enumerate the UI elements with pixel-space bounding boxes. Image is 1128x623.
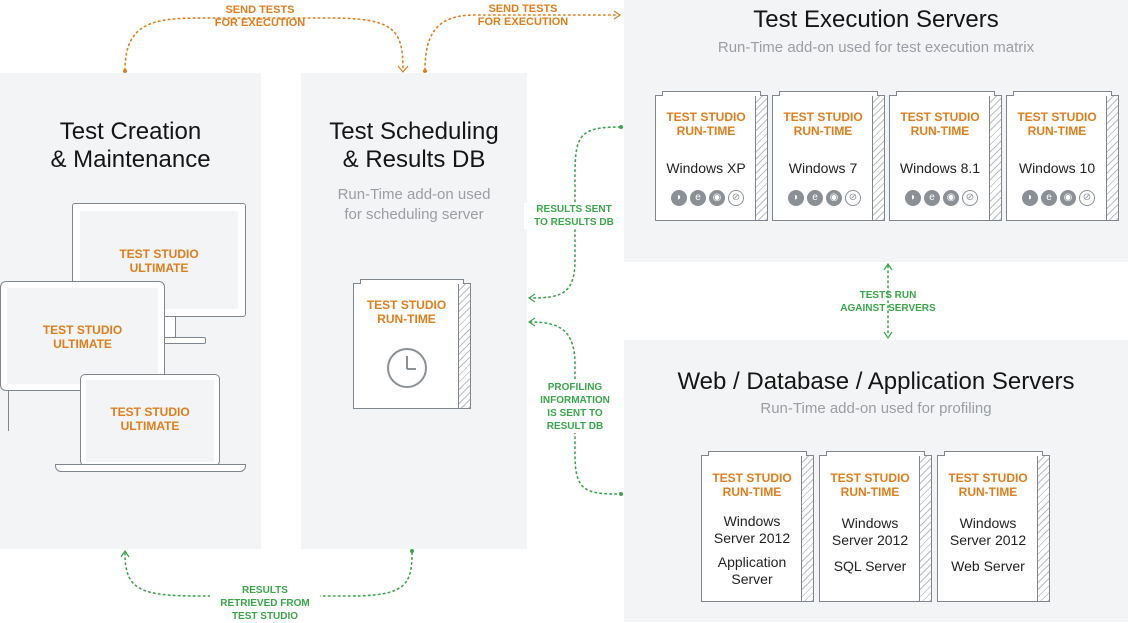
browser-icons: ◗ e ◉ ⊘ [779,190,870,206]
browser-icons: ◗ e ◉ ⊘ [896,190,987,206]
arrow-results-sent [529,126,621,299]
runtime-box-role: Application Server [717,554,787,587]
safari-icon: ⊘ [845,190,861,206]
runtime-box-title: TEST STUDIO RUN-TIME [900,110,980,138]
chrome-icon: ◉ [943,190,959,206]
firefox-icon: ◗ [905,190,921,206]
arrow-profiling [529,321,619,495]
safari-icon: ⊘ [1079,190,1095,206]
runtime-box-sql-server: TEST STUDIO RUN-TIME Windows Server 2012… [819,451,932,602]
runtime-box-title: TEST STUDIO RUN-TIME [783,110,863,138]
firefox-icon: ◗ [671,190,687,206]
panel-test-scheduling: Test Scheduling & Results DB Run-Time ad… [301,73,527,549]
runtime-box-os: Windows Server 2012 [831,515,909,548]
arrow-send-tests-2 [424,14,619,71]
label-tests-run: TESTS RUN AGAINST SERVERS [840,290,936,314]
runtime-box-os: Windows 7 [788,160,858,176]
safari-icon: ⊘ [962,190,978,206]
label-results-retrieved: RESULTS RETRIEVED FROM TEST STUDIO [210,584,320,623]
runtime-box-windows-7: TEST STUDIO RUN-TIME Windows 7 ◗ e ◉ ⊘ [772,91,885,221]
browser-icons: ◗ e ◉ ⊘ [662,190,753,206]
label-send-tests-2: SEND TESTS FOR EXECUTION [477,3,569,28]
clock-icon [387,348,427,388]
chrome-icon: ◉ [709,190,725,206]
device-label: TEST STUDIO ULTIMATE [110,405,190,433]
panel-subtitle: Run-Time add-on used for profiling [760,400,992,417]
chrome-icon: ◉ [1060,190,1076,206]
runtime-box-os: Windows Server 2012 [949,515,1027,548]
arrow-send-tests-1 [124,17,404,71]
runtime-box-windows-8-1: TEST STUDIO RUN-TIME Windows 8.1 ◗ e ◉ ⊘ [889,91,1002,221]
runtime-box-os: Windows Server 2012 [713,513,791,546]
ie-icon: e [690,190,706,206]
label-results-sent: RESULTS SENT TO RESULTS DB [524,203,624,229]
label-profiling: PROFILING INFORMATION IS SENT TO RESULT … [527,381,623,433]
runtime-box-web-server: TEST STUDIO RUN-TIME Windows Server 2012… [937,451,1050,602]
runtime-box-os: Windows 10 [1018,160,1096,176]
chrome-icon: ◉ [826,190,842,206]
device-label: TEST STUDIO ULTIMATE [119,247,199,275]
runtime-box-windows-10: TEST STUDIO RUN-TIME Windows 10 ◗ e ◉ ⊘ [1006,91,1119,221]
ie-icon: e [807,190,823,206]
runtime-box-os: Windows XP [666,160,746,176]
runtime-box-windows-xp: TEST STUDIO RUN-TIME Windows XP ◗ e ◉ ⊘ [655,91,768,221]
runtime-box-title: TEST STUDIO RUN-TIME [948,471,1028,499]
ie-icon: e [1041,190,1057,206]
label-send-tests-1: SEND TESTS FOR EXECUTION [214,4,306,29]
firefox-icon: ◗ [788,190,804,206]
panel-title: Test Execution Servers [753,6,999,33]
safari-icon: ⊘ [728,190,744,206]
panel-title: Web / Database / Application Servers [677,368,1075,395]
panel-title: Test Creation & Maintenance [50,118,211,173]
panel-title: Test Scheduling & Results DB [329,118,499,173]
runtime-box-title: TEST STUDIO RUN-TIME [712,471,792,499]
runtime-box-title: TEST STUDIO RUN-TIME [1017,110,1097,138]
runtime-box-title: TEST STUDIO RUN-TIME [366,298,447,326]
runtime-box-os: Windows 8.1 [899,160,981,176]
runtime-box-title: TEST STUDIO RUN-TIME [830,471,910,499]
device-label: TEST STUDIO ULTIMATE [42,323,123,351]
runtime-box-scheduler: TEST STUDIO RUN-TIME [353,279,471,409]
runtime-box-role: SQL Server [833,558,907,574]
firefox-icon: ◗ [1022,190,1038,206]
runtime-box-role: Web Server [951,558,1025,574]
panel-subtitle: Run-Time add-on used for scheduling serv… [337,186,491,223]
runtime-box-title: TEST STUDIO RUN-TIME [666,110,746,138]
browser-icons: ◗ e ◉ ⊘ [1013,190,1104,206]
runtime-box-application-server: TEST STUDIO RUN-TIME Windows Server 2012… [701,451,814,602]
ie-icon: e [924,190,940,206]
panel-subtitle: Run-Time add-on used for test execution … [717,39,1035,56]
